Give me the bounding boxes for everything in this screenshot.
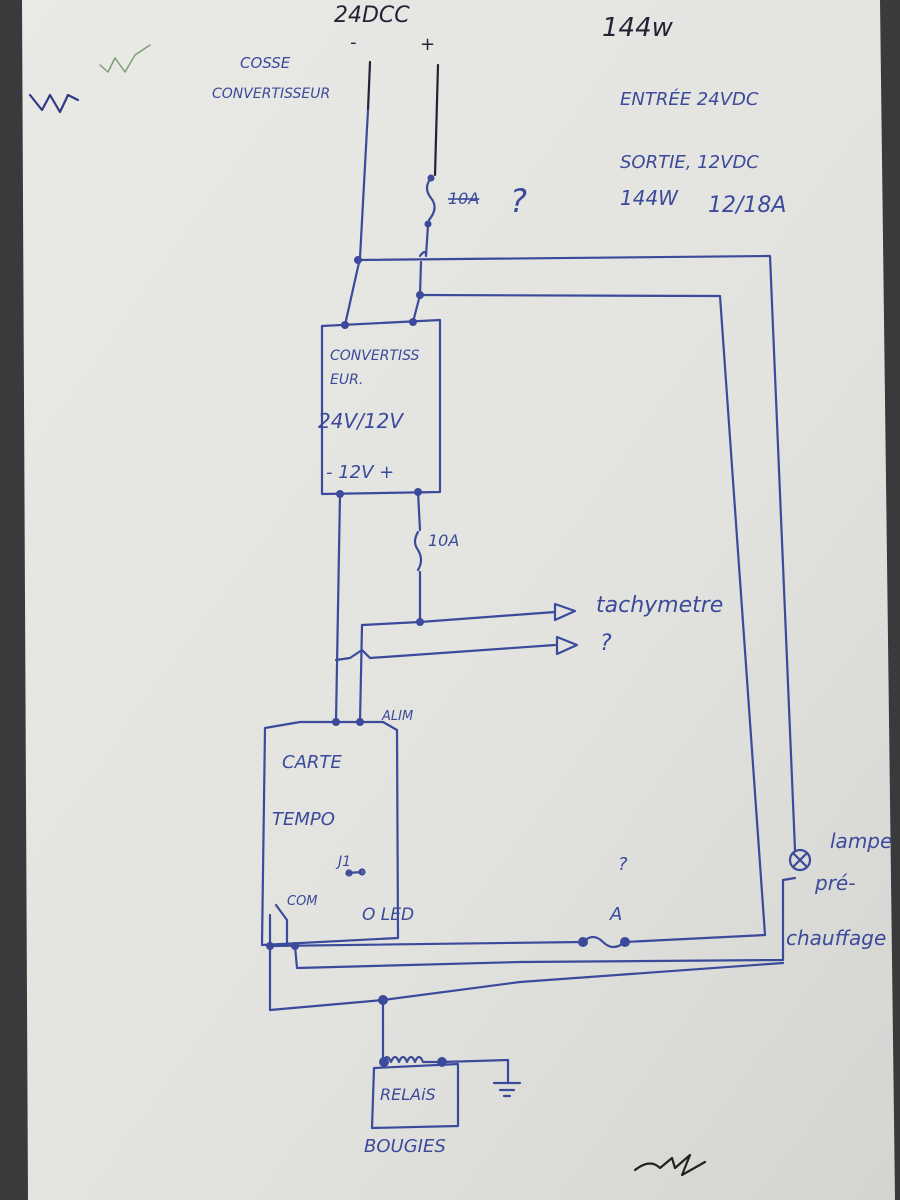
led-label: O LED [362, 905, 414, 925]
j1-label: J1 [335, 854, 351, 870]
cosse-label: COSSE [240, 54, 291, 72]
carte-tempo-box [260, 720, 400, 947]
lamp-label-2: pré- [814, 871, 855, 895]
entree-label: ENTRÉE 24VDC [620, 88, 759, 110]
converter-line4: - 12V + [326, 462, 394, 483]
input-fuse-label: 10A [448, 189, 479, 208]
junction-dots [266, 174, 630, 1067]
com-label: COM [287, 894, 318, 909]
converter-line1: CONVERTISS [330, 348, 419, 364]
converter-line2: EUR. [330, 372, 363, 388]
carte-label: CARTE [282, 752, 342, 773]
input-fuse-symbol [425, 176, 436, 222]
scribble [99, 44, 151, 73]
paper-sheet [22, 0, 895, 1200]
lamp-fuse-question: ? [618, 854, 628, 875]
wires [28, 44, 812, 1177]
sortie-power-label: 144W [620, 186, 679, 210]
output-fuse-label: 10A [428, 531, 459, 550]
plus-label: + [420, 34, 435, 55]
tachy-arrow-1 [553, 602, 577, 622]
output-fuse-symbol [413, 530, 423, 572]
relais-label: RELAiS [380, 1085, 436, 1104]
sortie-label: SORTIE, 12VDC [620, 152, 759, 173]
sortie-current-label: 12/18A [708, 193, 786, 218]
lamp-symbol [788, 848, 812, 872]
relay-box [370, 1062, 460, 1130]
relay-coil [381, 1055, 510, 1085]
minus-label: - [350, 32, 357, 53]
lamp-fuse-label: A [609, 904, 622, 925]
tempo-label: TEMPO [272, 809, 335, 830]
supply-label: 24DCC [334, 3, 410, 28]
converter-line3: 24V/12V [318, 409, 404, 433]
lamp-fuse-symbol [581, 935, 627, 949]
scribble [28, 93, 80, 114]
lamp-label-3: chauffage [786, 926, 886, 950]
tachymetre-question: ? [600, 631, 612, 656]
input-fuse-question: ? [510, 182, 527, 220]
convertisseur-label: CONVERTISSEUR [212, 86, 330, 102]
tachy-arrow-2 [555, 635, 579, 656]
power-label: 144w [602, 13, 674, 43]
lamp-label-1: lampe [830, 829, 892, 853]
scribble [633, 1153, 707, 1177]
ground-symbol [492, 1081, 522, 1098]
tachymetre-label: tachymetre [596, 593, 723, 618]
com-switch [274, 903, 289, 947]
alim-label: ALIM [381, 709, 413, 724]
converter-box [320, 318, 442, 496]
labels: 24DCC - + COSSE CONVERTISSEUR 144w ENTRÉ… [212, 3, 892, 1157]
bougies-label: BOUGIES [364, 1136, 446, 1157]
